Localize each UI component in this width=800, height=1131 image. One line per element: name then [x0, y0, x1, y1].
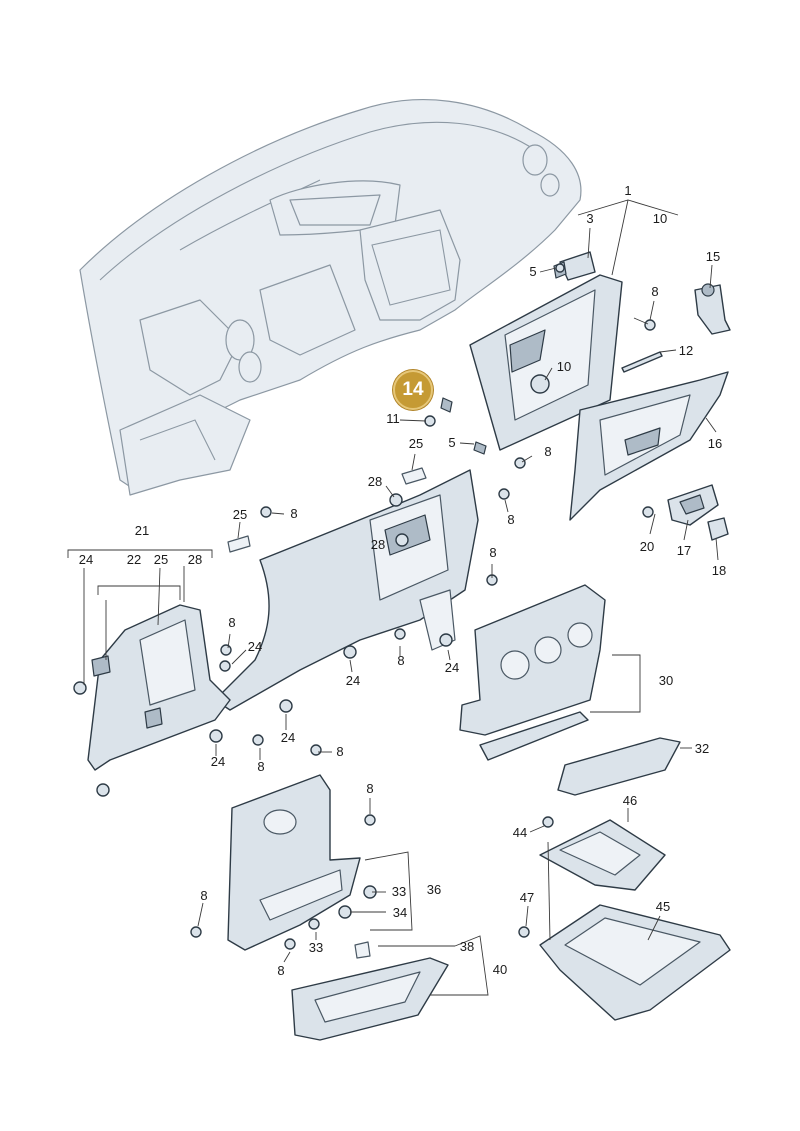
callout-25: 25	[408, 436, 424, 451]
callout-28: 28	[370, 537, 386, 552]
callout-1: 1	[624, 183, 632, 198]
glovebox-lid	[569, 371, 729, 521]
callout-8: 8	[507, 512, 515, 527]
callout-30: 30	[658, 673, 674, 688]
callout-8: 8	[228, 615, 236, 630]
callout-28: 28	[367, 474, 383, 489]
callout-17: 17	[676, 543, 692, 558]
callout-8: 8	[257, 759, 265, 774]
callout-8: 8	[489, 545, 497, 560]
callout-46: 46	[622, 793, 638, 808]
callout-45: 45	[655, 899, 671, 914]
callout-24: 24	[345, 673, 361, 688]
rod-part	[621, 351, 663, 373]
storage-tray	[291, 957, 449, 1041]
lower-left-panel	[227, 774, 361, 951]
callout-40: 40	[492, 962, 508, 977]
trim-strip	[557, 737, 681, 796]
callout-33: 33	[308, 940, 324, 955]
callout-8: 8	[397, 653, 405, 668]
callout-25: 25	[232, 507, 248, 522]
callout-8: 8	[200, 888, 208, 903]
lower-box	[539, 904, 731, 1021]
callout-12: 12	[678, 343, 694, 358]
callout-10: 10	[556, 359, 572, 374]
callout-8: 8	[544, 444, 552, 459]
leader-lines	[67, 199, 719, 996]
callout-15: 15	[705, 249, 721, 264]
callout-18: 18	[711, 563, 727, 578]
dashboard-panel-ghost	[79, 98, 582, 496]
callout-36: 36	[426, 882, 442, 897]
callout-34: 34	[392, 905, 408, 920]
latch-part	[694, 283, 731, 335]
callout-8: 8	[290, 506, 298, 521]
callout-10: 10	[652, 211, 668, 226]
callout-8: 8	[651, 284, 659, 299]
highlighted-callout-14: 14	[393, 370, 433, 410]
callout-24: 24	[78, 552, 94, 567]
callout-8: 8	[277, 963, 285, 978]
callout-8: 8	[336, 744, 344, 759]
glovebox-frame	[469, 251, 623, 451]
callout-33: 33	[391, 884, 407, 899]
callout-25: 25	[153, 552, 169, 567]
callout-20: 20	[639, 539, 655, 554]
callout-32: 32	[694, 741, 710, 756]
callout-3: 3	[586, 211, 594, 226]
callout-21: 21	[134, 523, 150, 538]
callout-28: 28	[187, 552, 203, 567]
callout-5: 5	[448, 435, 456, 450]
callout-22: 22	[126, 552, 142, 567]
callout-44: 44	[512, 825, 528, 840]
callout-24: 24	[210, 754, 226, 769]
callout-24: 24	[247, 639, 263, 654]
callout-47: 47	[519, 890, 535, 905]
callout-24: 24	[444, 660, 460, 675]
callout-5: 5	[529, 264, 537, 279]
mounting-bracket	[539, 819, 666, 891]
callout-24: 24	[280, 730, 296, 745]
callout-38: 38	[459, 939, 475, 954]
left-knee-trim	[87, 604, 231, 771]
callout-11: 11	[386, 411, 400, 426]
callout-8: 8	[366, 781, 374, 796]
callout-16: 16	[707, 436, 723, 451]
center-console-bezel	[459, 584, 606, 761]
handle-part	[667, 484, 729, 541]
fasteners	[73, 263, 656, 959]
